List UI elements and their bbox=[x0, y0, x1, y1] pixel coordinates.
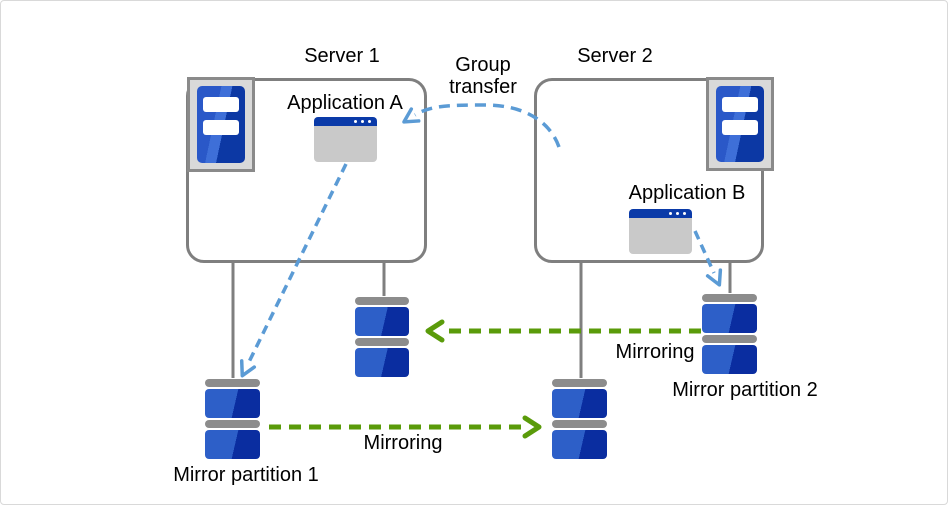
server-tower-icon bbox=[197, 86, 245, 163]
disk-platter bbox=[355, 307, 409, 336]
disk-icon-mirror-partition-1 bbox=[205, 379, 260, 459]
window-body bbox=[314, 126, 377, 162]
window-dot bbox=[361, 120, 364, 123]
window-dot bbox=[676, 212, 679, 215]
server2-label: Server 2 bbox=[577, 45, 653, 67]
server1-icon bbox=[187, 77, 255, 172]
disk-cap bbox=[552, 379, 607, 387]
window-dot bbox=[368, 120, 371, 123]
disk-cap bbox=[205, 420, 260, 428]
window-dot bbox=[669, 212, 672, 215]
disk-cap bbox=[702, 294, 757, 302]
disk-icon-server2-mirror-copy bbox=[552, 379, 607, 459]
disk-platter bbox=[702, 345, 757, 374]
application-a-window-icon bbox=[314, 117, 377, 162]
mirror-partition-1-label: Mirror partition 1 bbox=[173, 464, 319, 486]
mirror-partition-2-label: Mirror partition 2 bbox=[672, 379, 818, 401]
server-vent-bar bbox=[203, 97, 239, 112]
disk-cap bbox=[552, 420, 607, 428]
server-vent-bar bbox=[203, 120, 239, 135]
disk-cap bbox=[355, 338, 409, 346]
group-transfer-label: Group transfer bbox=[449, 54, 517, 98]
window-body bbox=[629, 218, 692, 254]
window-dot bbox=[683, 212, 686, 215]
disk-platter bbox=[205, 430, 260, 459]
application-b-window-icon bbox=[629, 209, 692, 254]
server1-label: Server 1 bbox=[304, 45, 380, 67]
disk-icon-mirror-partition-2 bbox=[702, 294, 757, 374]
application-b-label: Application B bbox=[628, 182, 746, 204]
window-titlebar bbox=[314, 117, 377, 126]
disk-cap bbox=[205, 379, 260, 387]
application-a-label: Application A bbox=[287, 92, 403, 114]
window-dot bbox=[354, 120, 357, 123]
mirroring-top-label: Mirroring bbox=[615, 341, 695, 363]
disk-platter bbox=[355, 348, 409, 377]
disk-platter bbox=[205, 389, 260, 418]
server-vent-bar bbox=[722, 120, 758, 135]
disk-platter bbox=[552, 389, 607, 418]
server-vent-bar bbox=[722, 97, 758, 112]
disk-platter bbox=[552, 430, 607, 459]
disk-cap bbox=[355, 297, 409, 305]
disk-cap bbox=[702, 335, 757, 343]
mirroring-bottom-label: Mirroring bbox=[363, 432, 443, 454]
server2-icon bbox=[706, 77, 774, 171]
server-tower-icon bbox=[716, 86, 764, 162]
window-titlebar bbox=[629, 209, 692, 218]
disk-icon-server1-mirror-copy bbox=[355, 297, 409, 377]
disk-platter bbox=[702, 304, 757, 333]
